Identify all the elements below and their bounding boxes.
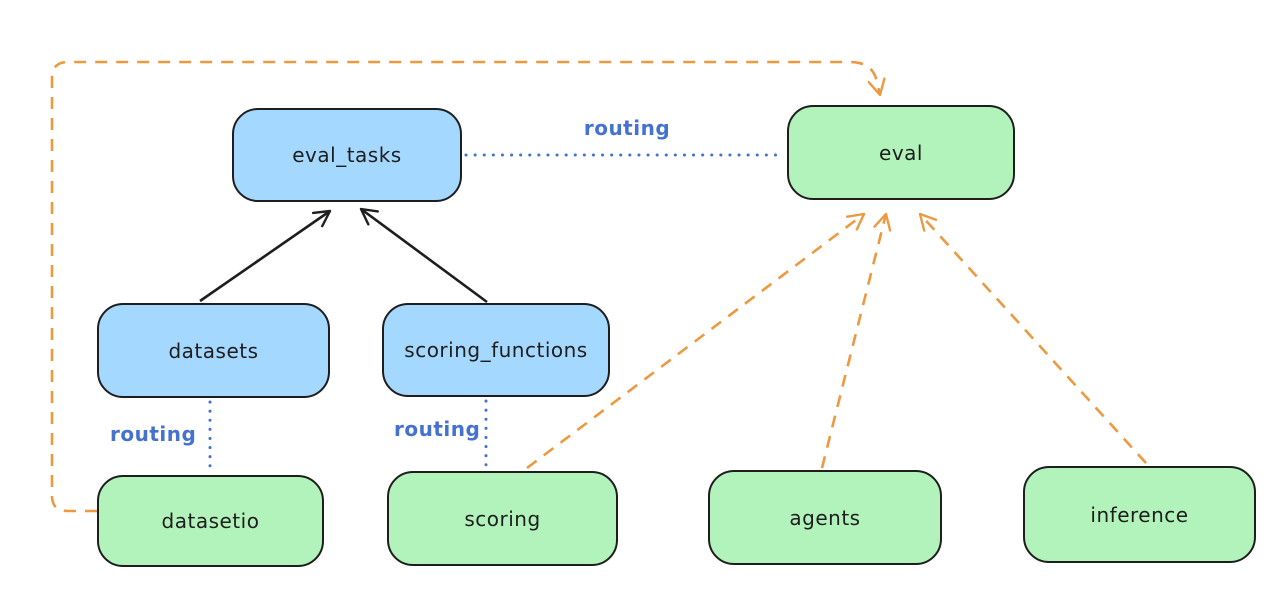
edge-label-routing-eval_tasks-eval: routing: [583, 116, 671, 140]
node-datasetio: datasetio: [97, 475, 324, 567]
node-datasets-label: datasets: [168, 338, 259, 363]
node-eval_tasks-label: eval_tasks: [292, 143, 402, 167]
node-agents-label: agents: [789, 505, 861, 530]
node-eval: eval: [787, 105, 1015, 200]
node-eval_tasks: eval_tasks: [232, 108, 462, 202]
edge-label-routing-datasets-datasetio: routing: [110, 422, 197, 446]
node-scoring_functions-label: scoring_functions: [404, 338, 588, 362]
node-datasets: datasets: [97, 303, 330, 398]
edge-datasetio-to-eval: [50, 60, 886, 513]
edge-label-routing-scoring_functions-scoring: routing: [394, 417, 481, 441]
node-agents: agents: [708, 470, 942, 565]
edge-scoring-to-eval: [526, 212, 866, 470]
node-scoring-label: scoring: [464, 506, 541, 531]
node-inference: inference: [1023, 466, 1256, 563]
node-datasetio-label: datasetio: [161, 509, 260, 533]
node-eval-label: eval: [879, 140, 923, 165]
node-scoring_functions: scoring_functions: [382, 303, 610, 397]
node-inference-label: inference: [1090, 502, 1189, 527]
edge-scoring_functions-to-eval_tasks: [359, 207, 488, 304]
edge-datasets-to-eval_tasks: [199, 209, 332, 303]
edge-inference-to-eval: [918, 212, 1147, 464]
edge-agents-to-eval: [820, 212, 892, 469]
node-scoring: scoring: [387, 471, 618, 566]
